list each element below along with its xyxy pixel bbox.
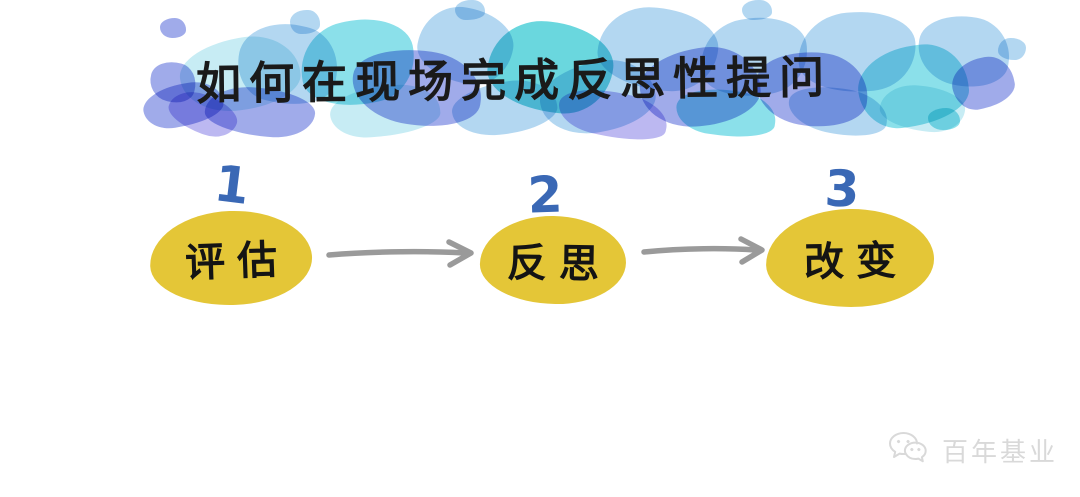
right-arrow-icon — [325, 236, 481, 276]
right-arrow-icon — [640, 233, 772, 273]
watermark: 百年基业 — [886, 428, 1058, 472]
step-label: 改变 — [803, 237, 909, 286]
watercolor-blob — [455, 0, 485, 20]
watercolor-blob — [742, 0, 772, 20]
step-label: 反思 — [506, 240, 612, 289]
title-banner: 如何在现场完成反思性提问 — [0, 0, 1080, 148]
step-number-1: 1 — [211, 154, 253, 216]
watercolor-blob — [928, 108, 960, 130]
step-label: 评估 — [184, 236, 290, 287]
step-node-reflect: 反思 — [479, 214, 627, 306]
watermark-text: 百年基业 — [942, 437, 1059, 468]
diagram-title: 如何在现场完成反思性提问 — [195, 50, 833, 111]
watercolor-blob — [290, 10, 320, 34]
step-node-evaluate: 评估 — [148, 208, 314, 308]
watercolor-blob — [998, 38, 1026, 60]
watercolor-blob — [160, 18, 186, 38]
wechat-icon — [886, 428, 934, 472]
step-node-change: 改变 — [765, 207, 935, 309]
